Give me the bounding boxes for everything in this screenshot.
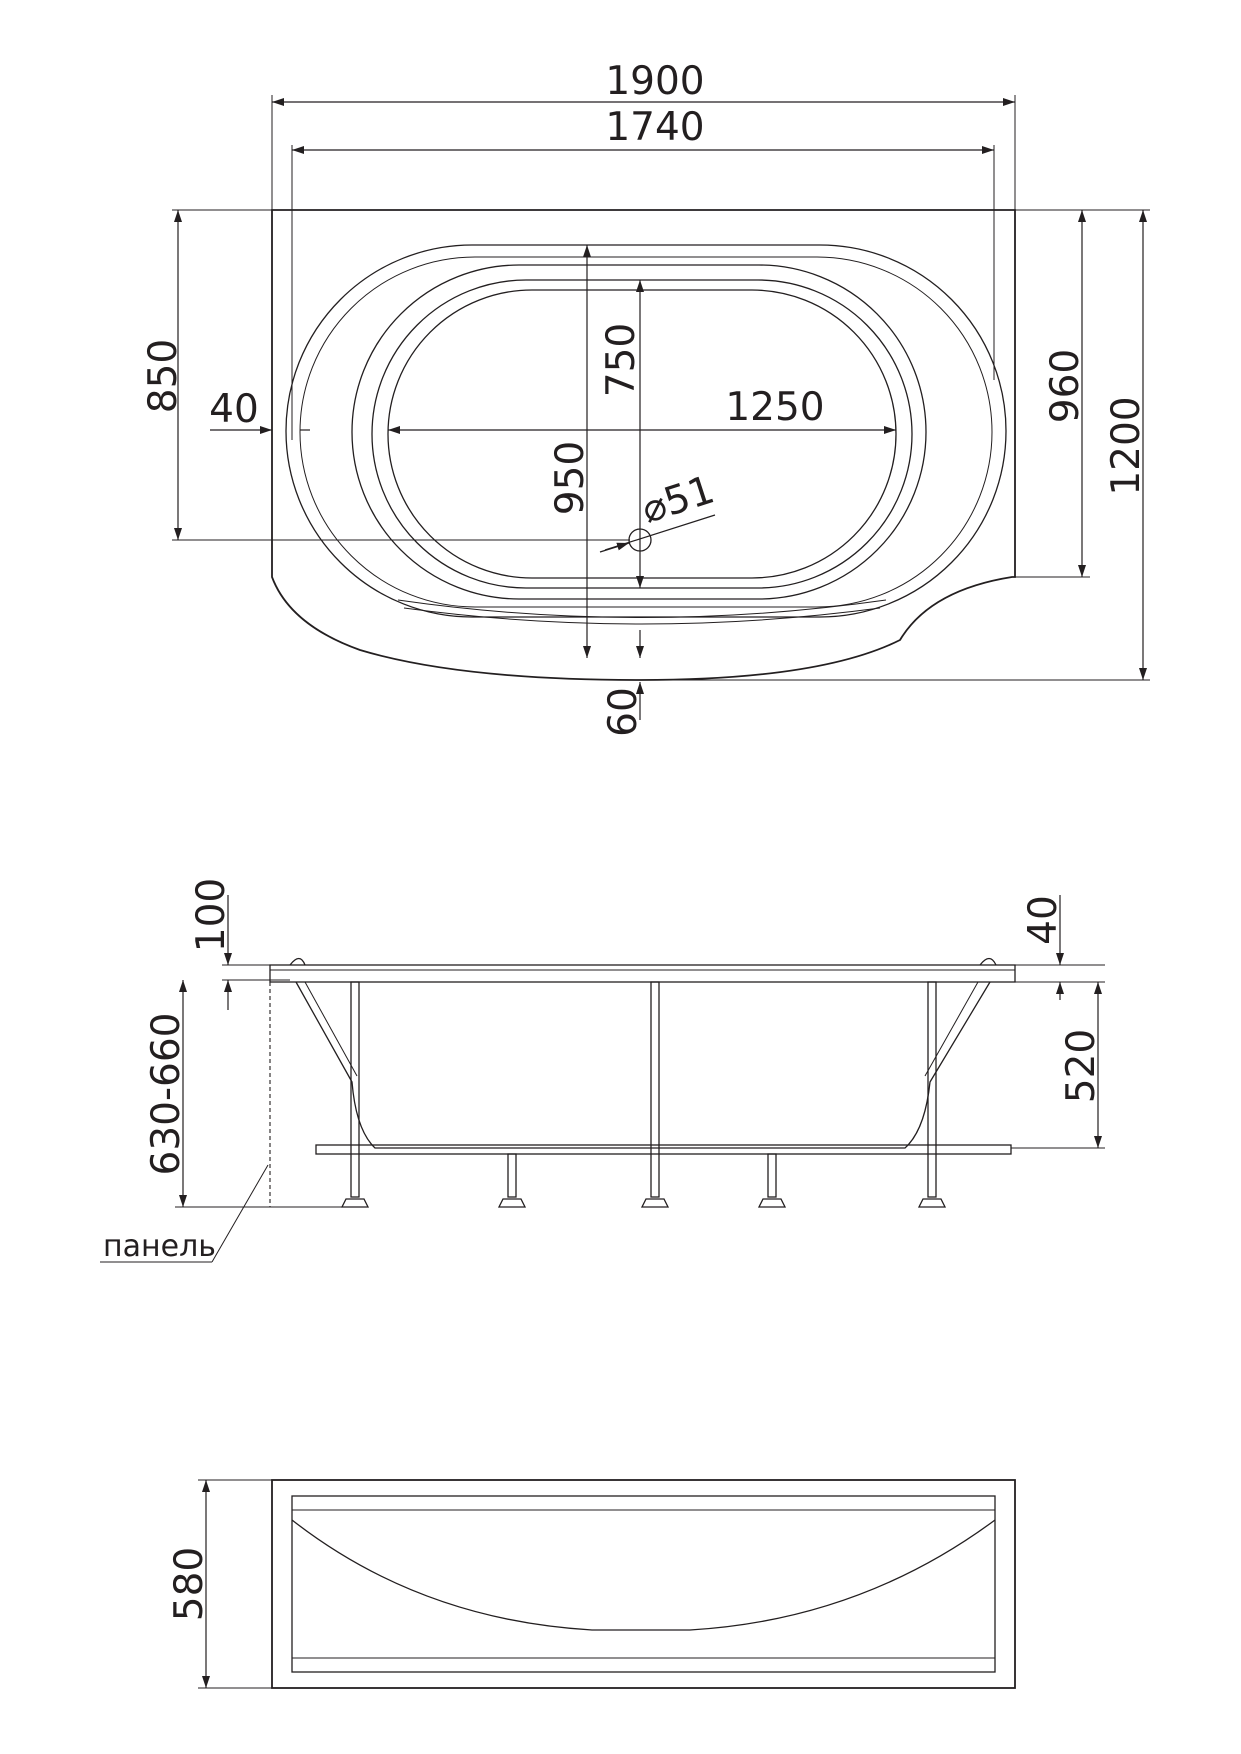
dim-label-950: 950	[548, 441, 593, 515]
side-view: 100 630-660 40 520 панель	[100, 878, 1105, 1264]
dim-label-630-660: 630-660	[144, 1013, 189, 1176]
side-feet	[340, 1198, 947, 1208]
top-view: 1900 1740 850 40 750 1250 950 ⌀51 960	[141, 59, 1150, 737]
dim-label-100: 100	[189, 878, 234, 952]
dim-label-1900: 1900	[605, 59, 704, 104]
dim-label-850: 850	[141, 339, 186, 413]
panel-inner	[291, 1495, 996, 1673]
panel-leader-line	[211, 1164, 269, 1263]
front-apron-curve	[397, 599, 887, 618]
side-base-plate	[315, 1144, 1012, 1155]
middle-oval	[351, 264, 927, 600]
panel-label: панель	[103, 1229, 216, 1264]
dim-label-960: 960	[1043, 349, 1088, 423]
front-apron-curve-2	[403, 607, 881, 625]
panel-curve	[291, 1519, 996, 1631]
side-tub-body	[295, 981, 991, 1149]
dim-label-1200: 1200	[1104, 396, 1149, 495]
dim-label-40-rim: 40	[1021, 895, 1066, 945]
outer-oval-rim-inner	[299, 256, 993, 608]
dim-label-580: 580	[167, 1547, 212, 1621]
dim-label-750: 750	[599, 323, 644, 397]
dim-label-60: 60	[601, 687, 646, 737]
panel-view: 580	[167, 1479, 1016, 1689]
dim-label-520: 520	[1059, 1029, 1104, 1103]
dim-label-1250: 1250	[725, 385, 824, 430]
side-legs	[350, 981, 937, 1198]
panel-outer	[271, 1479, 1016, 1689]
side-rim	[269, 964, 1016, 983]
dim-label-40: 40	[209, 387, 259, 432]
dim-label-1740: 1740	[605, 105, 704, 150]
outer-oval-rim	[285, 244, 1007, 618]
dim-label-51: ⌀51	[636, 467, 719, 532]
